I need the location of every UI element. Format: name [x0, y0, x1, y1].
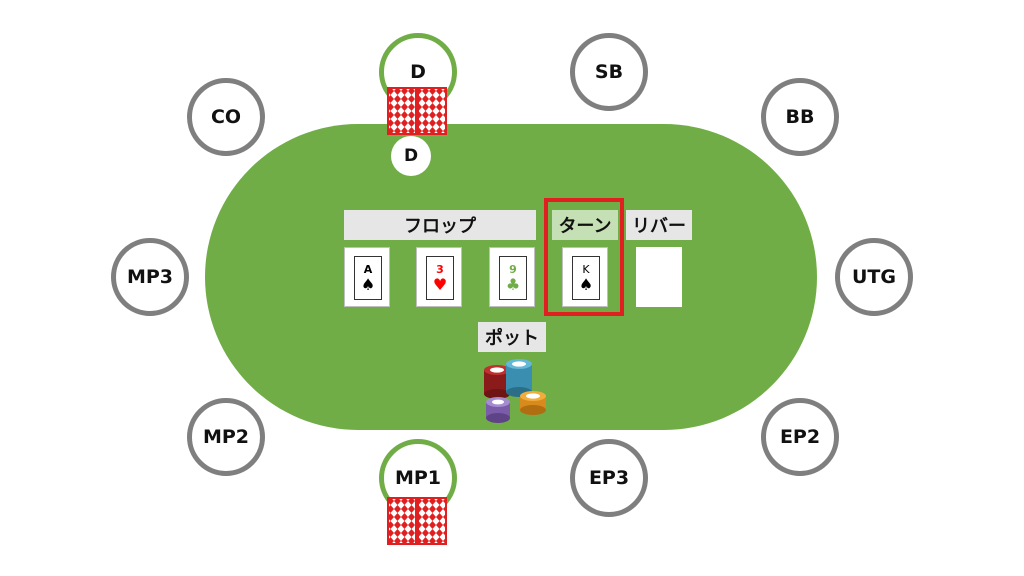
seat-sb: SB [570, 33, 648, 111]
club-icon: ♣ [505, 274, 521, 294]
poker-chips-icon [484, 359, 546, 423]
card-back-icon [387, 497, 417, 545]
board-card-2: 3♥ [416, 247, 462, 307]
card-rank: 3 [436, 262, 444, 276]
board-card-1: A♠ [344, 247, 390, 307]
seat-ep2: EP2 [761, 398, 839, 476]
chip-stack-blue [506, 359, 532, 397]
card-back-icon [417, 497, 447, 545]
spade-icon: ♠ [360, 274, 376, 294]
seat-label: UTG [852, 266, 896, 288]
hole-cards-mp1 [387, 497, 447, 545]
board-card-3: 9♣ [489, 247, 535, 307]
card-back-icon [417, 87, 447, 135]
seat-label: MP1 [394, 467, 442, 489]
turn-highlight-box [544, 198, 624, 316]
heart-icon: ♥ [432, 274, 448, 294]
seat-label: MP3 [126, 266, 174, 288]
seat-label: SB [594, 61, 624, 83]
seat-utg: UTG [835, 238, 913, 316]
seat-ep3: EP3 [570, 439, 648, 517]
chip-stack-purple [486, 397, 510, 423]
board-card-5-empty [636, 247, 682, 307]
card-back-icon [387, 87, 417, 135]
chip-stack-red [484, 365, 510, 399]
dealer-button: D [391, 136, 431, 176]
card-rank: 9 [509, 262, 517, 276]
seat-label: MP2 [202, 426, 250, 448]
street-label-flop: フロップ [344, 210, 536, 240]
street-label-turn: ターン [552, 210, 618, 240]
card-rank: A [363, 262, 373, 276]
seat-co: CO [187, 78, 265, 156]
seat-mp3: MP3 [111, 238, 189, 316]
spade-icon: ♠ [578, 274, 594, 294]
seat-label: D [410, 61, 426, 83]
pot-label: ポット [478, 322, 546, 352]
card-rank: K [582, 262, 590, 276]
hole-cards-dealer [387, 87, 447, 135]
street-label-river: リバー [626, 210, 692, 240]
chip-stack-orange [520, 391, 546, 415]
seat-label: EP2 [779, 426, 821, 448]
seat-label: BB [785, 106, 815, 128]
seat-label: CO [210, 106, 242, 128]
seat-mp2: MP2 [187, 398, 265, 476]
board-card-4: K♠ [562, 247, 608, 307]
seat-label: EP3 [588, 467, 630, 489]
seat-bb: BB [761, 78, 839, 156]
